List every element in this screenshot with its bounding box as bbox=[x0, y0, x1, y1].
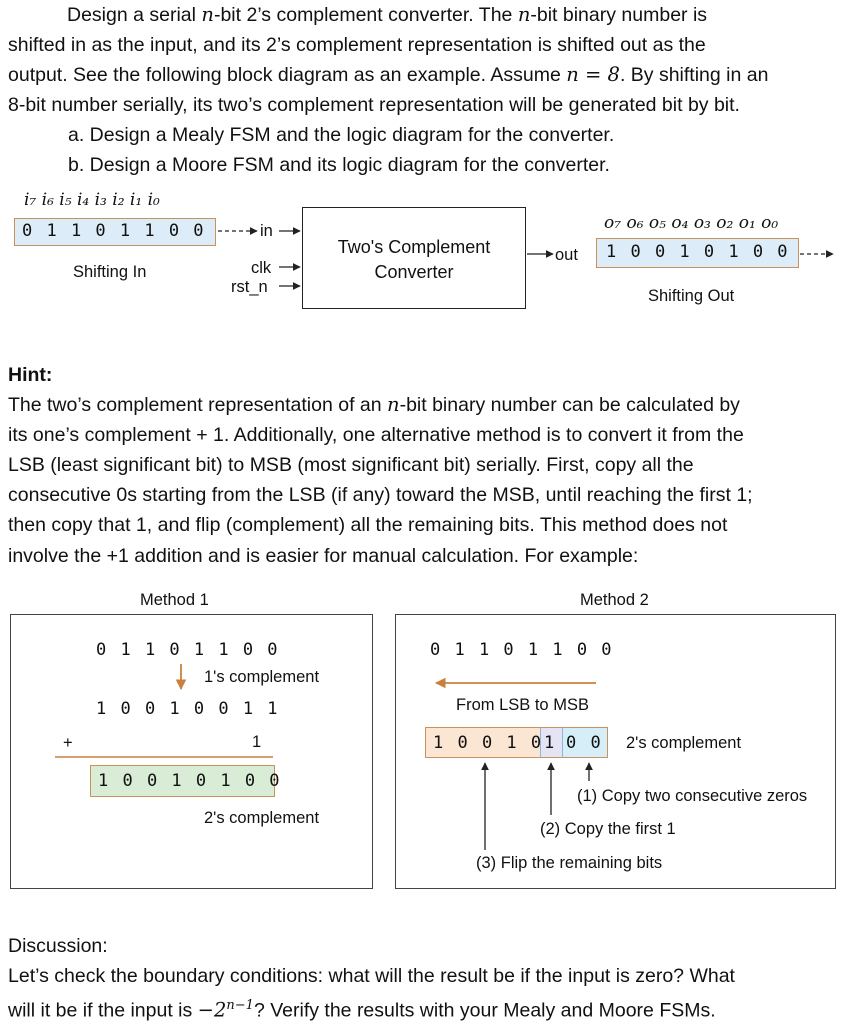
method2-step-2: (2) Copy the first 1 bbox=[540, 820, 676, 838]
method2-original-bits: 0 1 1 0 1 1 0 0 bbox=[430, 640, 614, 660]
hint-line-1: The two’s complement representation of a… bbox=[8, 393, 740, 416]
converter-block bbox=[302, 207, 526, 309]
method1-one: 1 bbox=[252, 733, 262, 751]
method2-step-1: (1) Copy two consecutive zeros bbox=[577, 787, 808, 805]
method2-result-flip-bits: 1 0 0 1 0 bbox=[433, 733, 544, 753]
discussion-line-1: Let’s check the boundary conditions: wha… bbox=[8, 965, 735, 987]
converter-title-2: Converter bbox=[374, 262, 454, 282]
hint-line-6: involve the +1 addition and is easier fo… bbox=[8, 545, 639, 567]
input-bits: 0 1 1 0 1 1 0 0 bbox=[22, 221, 206, 241]
output-register bbox=[596, 238, 799, 268]
problem-line-3: output. See the following block diagram … bbox=[8, 63, 769, 86]
problem-line-4: 8-bit number serially, its two’s complem… bbox=[8, 94, 740, 116]
converter-title-1: Two's Complement bbox=[337, 237, 491, 257]
hint-line-2: its one’s complement + 1. Additionally, … bbox=[8, 424, 744, 446]
input-register bbox=[14, 218, 216, 246]
method2-direction-label: From LSB to MSB bbox=[456, 696, 589, 714]
method2-twos-label: 2's complement bbox=[626, 734, 742, 752]
method1-original-bits: 0 1 1 0 1 1 0 0 bbox=[96, 640, 280, 660]
port-out-label: out bbox=[555, 246, 578, 264]
hint-line-3: LSB (least significant bit) to MSB (most… bbox=[8, 454, 694, 476]
method1-result-box bbox=[90, 765, 275, 797]
method1-twos-label: 2's complement bbox=[204, 809, 320, 827]
method2-result-zeros-bits: 0 0 bbox=[566, 733, 603, 753]
output-bits: 1 0 0 1 0 1 0 0 bbox=[606, 242, 790, 262]
method2-copy1-segment bbox=[540, 727, 562, 758]
shifting-in-label: Shifting In bbox=[73, 263, 147, 281]
port-in-label: in bbox=[260, 222, 273, 240]
method1-plus-sign: + bbox=[63, 734, 73, 752]
task-item-b: b. Design a Moore FSM and its logic diag… bbox=[68, 154, 610, 176]
port-clk-label: clk bbox=[251, 259, 272, 277]
method2-result-copy1-bit: 1 bbox=[544, 733, 557, 753]
output-bit-indices: o₇ o₆ o₅ o₄ o₃ o₂ o₁ o₀ bbox=[604, 213, 779, 233]
task-item-a: a. Design a Mealy FSM and the logic diag… bbox=[68, 124, 615, 146]
hint-line-5: then copy that 1, and flip (complement) … bbox=[8, 514, 728, 536]
discussion-line-2: will it be if the input is −2n−1? Verify… bbox=[8, 998, 716, 1022]
problem-line-2: shifted in as the input, and its 2’s com… bbox=[8, 34, 706, 56]
method1-panel bbox=[10, 614, 373, 889]
method2-panel bbox=[395, 614, 836, 889]
problem-line-1: Design a serial n-bit 2’s complement con… bbox=[67, 3, 708, 26]
method2-zeros-segment bbox=[562, 727, 608, 758]
method2-title: Method 2 bbox=[580, 591, 649, 609]
input-bit-indices: i₇ i₆ i₅ i₄ i₃ i₂ i₁ i₀ bbox=[24, 190, 160, 210]
method2-step-3: (3) Flip the remaining bits bbox=[476, 854, 663, 872]
method1-title: Method 1 bbox=[140, 591, 209, 609]
method1-result-bits: 1 0 0 1 0 1 0 0 bbox=[98, 771, 282, 791]
method1-ones-label: 1's complement bbox=[204, 668, 320, 686]
shifting-out-label: Shifting Out bbox=[648, 287, 735, 305]
hint-line-4: consecutive 0s starting from the LSB (if… bbox=[8, 484, 753, 506]
port-rst-label: rst_n bbox=[231, 278, 268, 296]
method2-flip-segment bbox=[425, 727, 540, 758]
hint-title: Hint: bbox=[8, 364, 53, 386]
discussion-title: Discussion: bbox=[8, 935, 108, 957]
method1-ones-bits: 1 0 0 1 0 0 1 1 bbox=[96, 699, 280, 719]
